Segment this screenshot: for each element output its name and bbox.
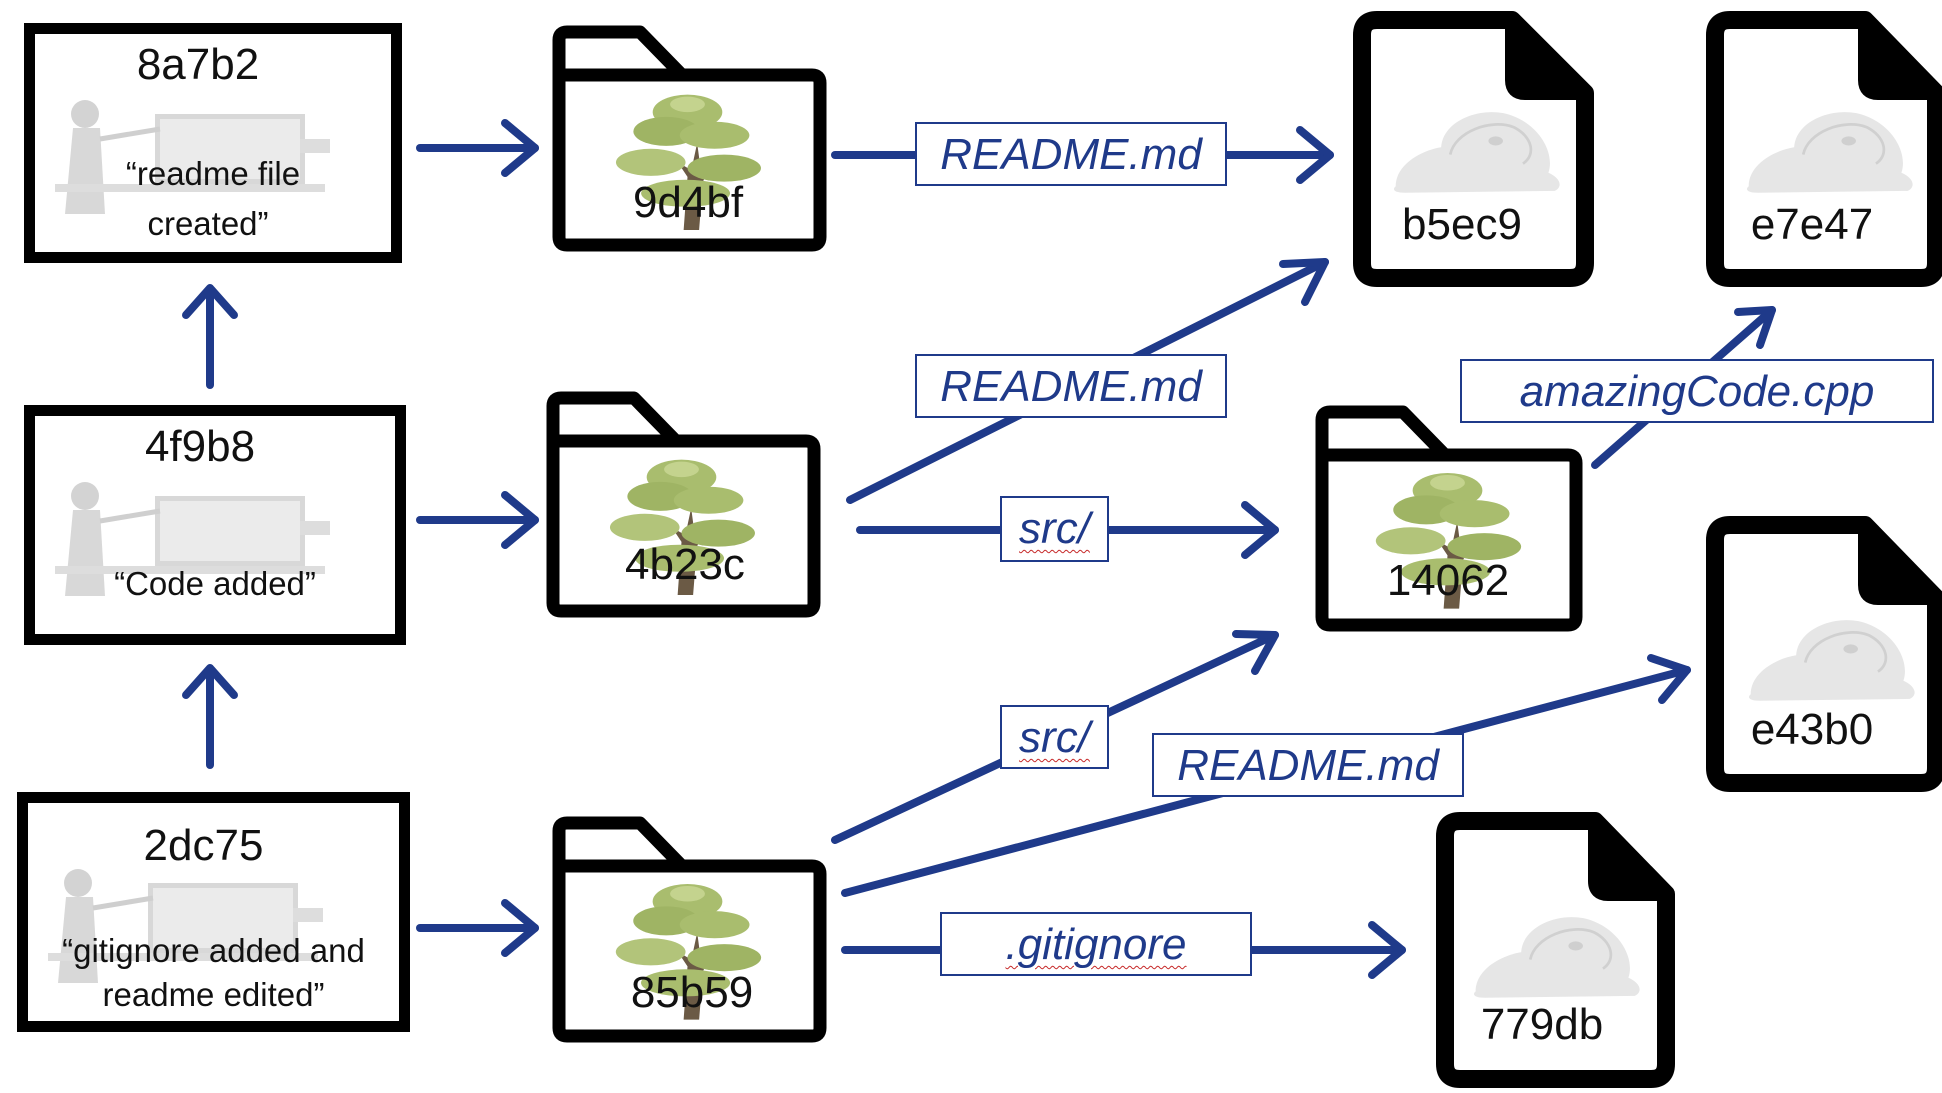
parent-arrow-head-2 — [182, 664, 238, 699]
edge-label-text: README.md — [940, 130, 1202, 179]
commit-2dc75: 2dc75 “gitignore added and readme edited… — [17, 792, 410, 1032]
commit-message-line2: readme edited” — [102, 976, 325, 1013]
commit-tree-arrow-head-3 — [501, 899, 539, 957]
edge-label-src-1: src/ — [1000, 496, 1109, 562]
blob-hash-e43b0: e43b0 — [1750, 705, 1874, 754]
tree-14062-icon — [1315, 405, 1583, 632]
blob-hash-779db: 779db — [1480, 1000, 1604, 1049]
blob-779db-icon — [1436, 812, 1675, 1088]
edge-label-amazing-code: amazingCode.cpp — [1460, 359, 1934, 423]
edge-head-4b23c-14062 — [1241, 501, 1279, 559]
tree-4b23c-icon — [546, 391, 821, 618]
tree-hash-85b59: 85b59 — [630, 968, 754, 1017]
edge-head-85b59-14062 — [1232, 630, 1279, 675]
commit-hash: 4f9b8 — [144, 422, 256, 471]
tree-hash-4b23c: 4b23c — [625, 540, 745, 589]
edge-head-85b59-779db — [1368, 921, 1406, 979]
edge-label-text: amazingCode.cpp — [1519, 367, 1875, 416]
edge-label-gitignore: .gitignore — [940, 912, 1252, 976]
edge-label-readme-1: README.md — [915, 122, 1227, 186]
edge-head-85b59-e43b0 — [1647, 654, 1691, 704]
edge-label-src-2: src/ — [1000, 705, 1109, 769]
commit-hash: 8a7b2 — [136, 40, 260, 89]
edge-label-readme-2: README.md — [915, 354, 1227, 418]
edge-label-text: src/ — [1019, 504, 1090, 553]
commit-message-line1: “gitignore added and — [62, 932, 365, 969]
parent-arrow-head-1 — [182, 284, 238, 319]
blob-b5ec9-icon — [1353, 11, 1594, 287]
commit-tree-arrow-head-2 — [501, 491, 539, 549]
tree-9d4bf-icon — [552, 25, 827, 252]
camera-engraving-icon — [55, 482, 330, 596]
tree-hash-9d4bf: 9d4bf — [632, 178, 744, 227]
commit-message-line2: created” — [147, 205, 269, 242]
edge-label-text: README.md — [1177, 741, 1439, 790]
commit-8a7b2: 8a7b2 “readme file created” — [24, 23, 402, 263]
blob-hash-b5ec9: b5ec9 — [1402, 200, 1522, 249]
tree-85b59-icon — [552, 816, 827, 1043]
edge-label-text: .gitignore — [1005, 920, 1187, 969]
commit-4f9b8: 4f9b8 “Code added” — [24, 405, 406, 645]
edge-head-4b23c-b5ec9 — [1279, 258, 1329, 306]
camera-engraving-icon — [48, 869, 323, 983]
blob-e43b0-icon — [1706, 516, 1942, 792]
edge-label-text: README.md — [940, 362, 1202, 411]
commit-hash: 2dc75 — [143, 821, 264, 870]
camera-engraving-icon — [55, 100, 330, 214]
edge-head-14062-e7e47 — [1734, 306, 1776, 349]
commit-message-line1: “Code added” — [114, 565, 316, 602]
blob-hash-e7e47: e7e47 — [1750, 200, 1874, 249]
blob-e7e47-icon — [1706, 11, 1942, 287]
edge-label-text: src/ — [1019, 713, 1090, 762]
commit-message-line1: “readme file — [125, 155, 301, 192]
edge-head-9d4bf-b5ec9 — [1296, 126, 1334, 184]
edge-label-readme-3: README.md — [1152, 733, 1464, 797]
tree-hash-14062: 14062 — [1386, 556, 1510, 605]
commit-tree-arrow-head-1 — [501, 119, 539, 177]
